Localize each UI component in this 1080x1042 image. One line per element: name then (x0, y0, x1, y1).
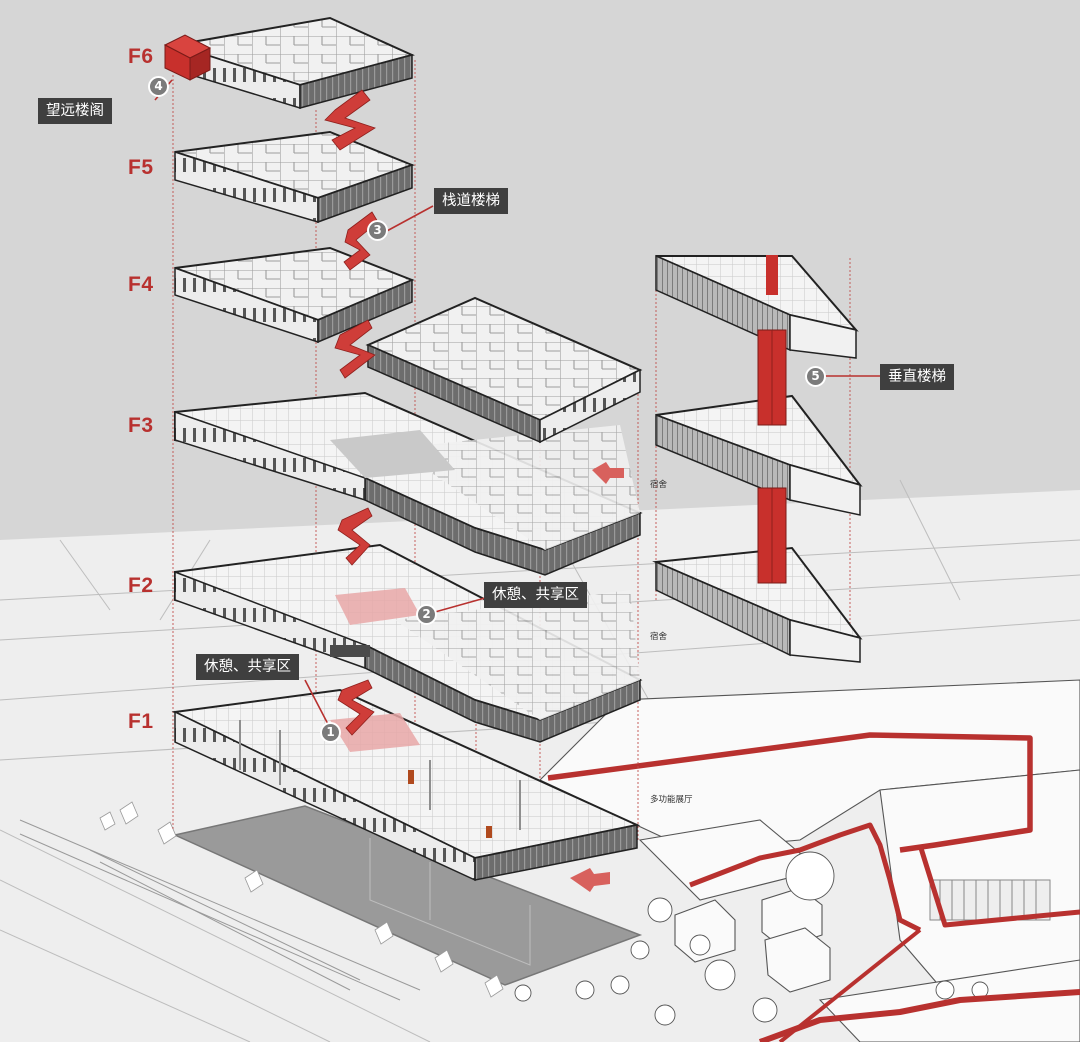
floor-plate-f3 (174, 391, 643, 576)
callout-label-lounge-share-f1: 休憩、共享区 (196, 654, 299, 680)
plan-note-dorm-lower: 宿舍 (650, 632, 668, 642)
callout-label-lookout-pavilion: 望远楼阁 (38, 98, 112, 124)
lookout-pavilion (163, 34, 212, 81)
plan-note-dorm-upper: 宿舍 (650, 480, 668, 490)
plank-stair (324, 89, 379, 736)
floor-plate-f4 (174, 246, 415, 344)
floor-plate-f5 (174, 130, 415, 224)
floor-label-f5: F5 (128, 156, 154, 179)
callout-badge-4: 4 (148, 76, 169, 97)
floor-plate-f1 (171, 688, 641, 882)
plan-note-multifunction-hall: 多功能展厅 (650, 795, 693, 805)
callout-badge-3: 3 (367, 220, 388, 241)
floor-plate-f6 (163, 16, 415, 110)
floor-label-f3: F3 (128, 414, 154, 437)
floor-label-f1: F1 (128, 710, 154, 733)
floor-plate-f2 (174, 543, 643, 743)
callout-badge-1: 1 (320, 722, 341, 743)
callout-badge-5: 5 (805, 366, 826, 387)
entrance-arrows (570, 462, 624, 892)
floor-label-f2: F2 (128, 574, 154, 597)
callout-label-vertical-stair: 垂直楼梯 (880, 364, 954, 390)
floor-label-f6: F6 (128, 45, 154, 68)
callout-badge-2: 2 (416, 604, 437, 625)
floor-plate-f3-upper-block (365, 296, 643, 444)
callout-label-lounge-share-f2: 休憩、共享区 (484, 582, 587, 608)
callout-label-plank-stair: 栈道楼梯 (434, 188, 508, 214)
floor-label-f4: F4 (128, 273, 154, 296)
vertical-stair-tower (652, 254, 863, 663)
